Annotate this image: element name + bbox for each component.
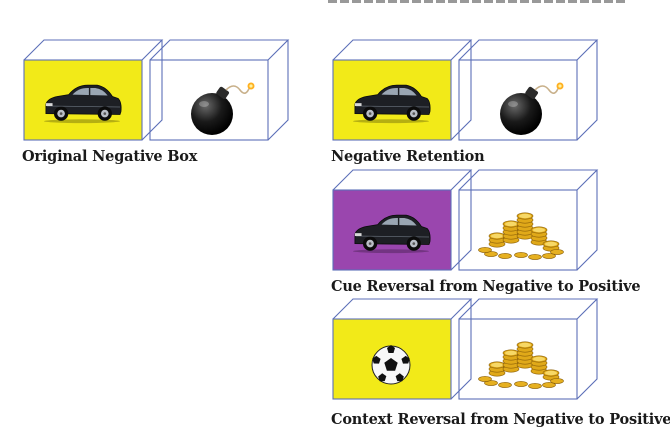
outcome-box bbox=[458, 169, 599, 271]
box-outline bbox=[458, 39, 599, 141]
panel-caption: Context Reversal from Negative to Positi… bbox=[331, 411, 670, 428]
car-icon bbox=[353, 84, 431, 124]
gold-coins-icon bbox=[478, 212, 564, 260]
bomb-icon bbox=[500, 82, 564, 135]
panel-caption: Cue Reversal from Negative to Positive bbox=[331, 278, 641, 295]
panel-context-reversal: Context Reversal from Negative to Positi… bbox=[331, 295, 670, 435]
gold-coins-icon bbox=[478, 341, 564, 389]
panel-cue-reversal: Cue Reversal from Negative to Positive bbox=[331, 166, 641, 298]
panel-original-negative: Original Negative Box bbox=[22, 36, 292, 168]
panel-boxes bbox=[23, 39, 290, 141]
box-outline bbox=[458, 298, 599, 400]
soccer-ball-icon bbox=[371, 345, 411, 385]
car-icon bbox=[44, 84, 122, 124]
bomb-icon bbox=[191, 82, 255, 135]
box-outline bbox=[149, 39, 290, 141]
box-outline bbox=[332, 39, 473, 141]
box-outline bbox=[23, 39, 164, 141]
panel-boxes bbox=[332, 169, 599, 271]
panel-caption: Original Negative Box bbox=[22, 148, 198, 165]
panel-boxes bbox=[332, 298, 599, 400]
cropped-header-line bbox=[328, 0, 628, 3]
outcome-box bbox=[458, 39, 599, 141]
box-outline bbox=[458, 169, 599, 271]
outcome-box bbox=[149, 39, 290, 141]
outcome-box bbox=[458, 298, 599, 400]
car-icon bbox=[353, 214, 431, 254]
panel-negative-retention: Negative Retention bbox=[331, 36, 611, 168]
panel-boxes bbox=[332, 39, 599, 141]
box-outline bbox=[332, 169, 473, 271]
panel-caption: Negative Retention bbox=[331, 148, 485, 165]
box-outline bbox=[332, 298, 473, 400]
